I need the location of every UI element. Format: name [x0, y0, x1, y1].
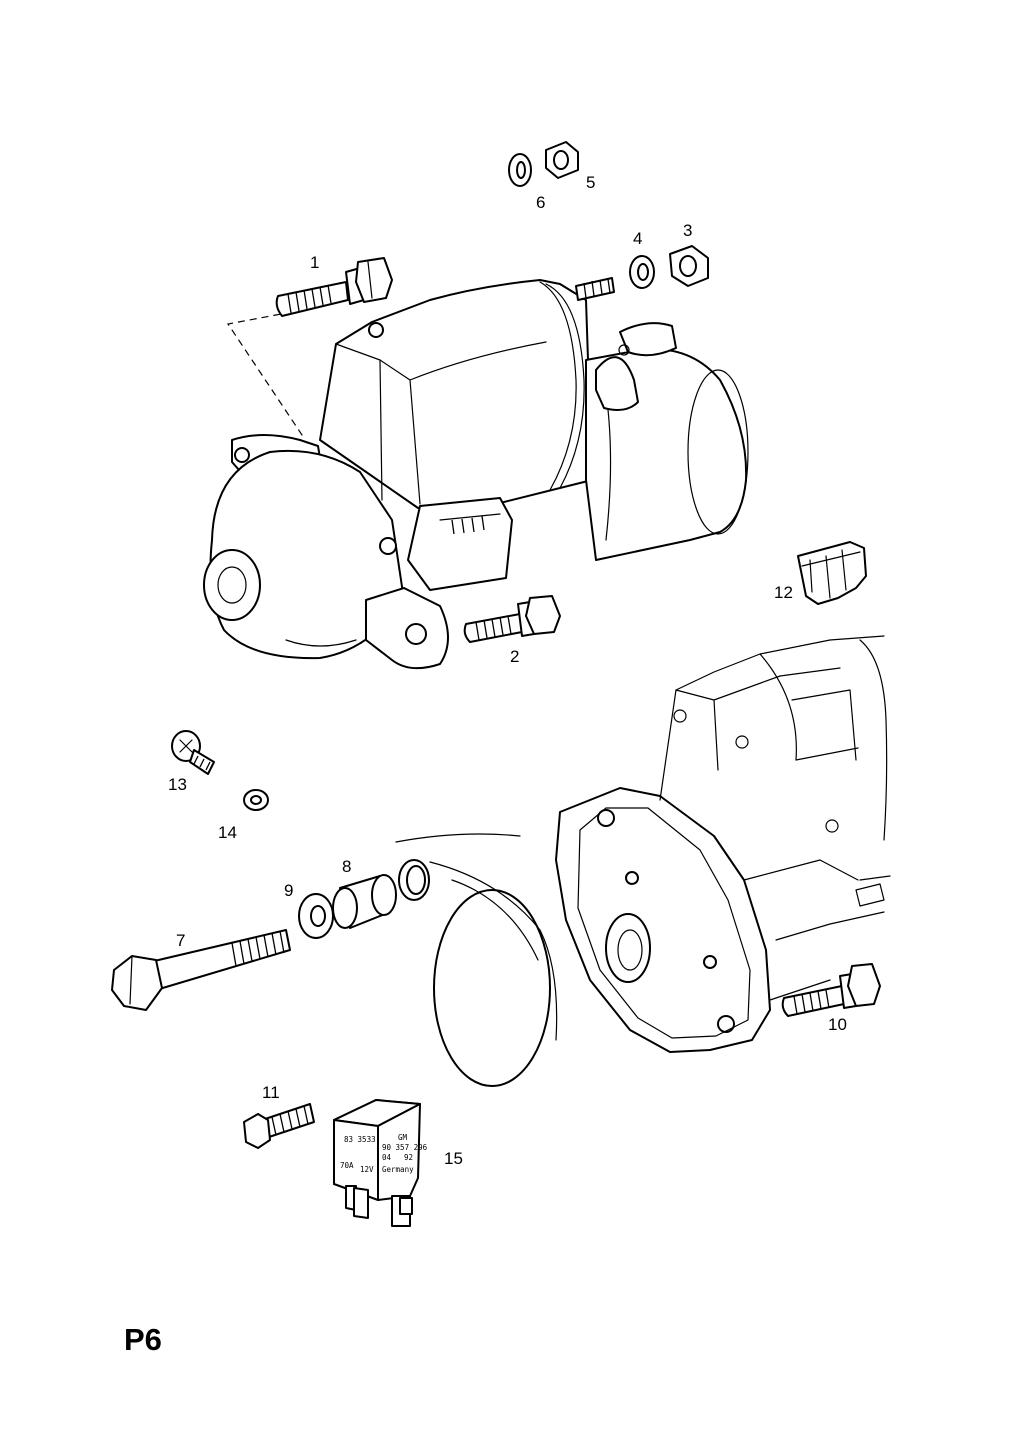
washer-6: [508, 153, 532, 187]
callout-3: 3: [683, 221, 692, 240]
bushing: [398, 859, 430, 901]
callout-5: 5: [586, 173, 595, 192]
callout-8: 8: [342, 857, 351, 876]
starter-motor-lower: [395, 635, 891, 1087]
relay-label-line1: 83 3533: [344, 1135, 376, 1144]
callout-13: 13: [168, 775, 187, 794]
washer-14: [243, 789, 269, 811]
relay-label-line2: 90 357 296: [382, 1143, 428, 1152]
screw-13: [171, 730, 215, 775]
callout-11: 11: [262, 1083, 280, 1102]
bolt-7: [111, 929, 291, 1011]
callout-14: 14: [218, 823, 237, 842]
bolt-1: [275, 257, 393, 317]
sleeve-8: [332, 874, 397, 929]
relay-label-line1b: GM: [398, 1133, 408, 1142]
relay-label-line4: 70A: [340, 1161, 354, 1170]
bolt-2: [463, 595, 561, 643]
relay-15: 83 3533 GM 90 357 296 04 92 70A 12V Germ…: [333, 1099, 428, 1227]
bolt-10: [781, 963, 881, 1017]
callout-6: 6: [536, 193, 545, 212]
page-code: P6: [124, 1322, 162, 1357]
callout-4: 4: [633, 229, 642, 248]
callout-15: 15: [444, 1149, 463, 1168]
relay-label-line5: Germany: [382, 1165, 414, 1174]
callout-1: 1: [310, 253, 319, 272]
callout-7: 7: [176, 931, 185, 950]
washer-9: [298, 893, 334, 939]
callout-2: 2: [510, 647, 519, 666]
nut-5: [545, 141, 579, 179]
relay-label-line3b: 92: [404, 1153, 413, 1162]
relay-label-line4b: 12V: [360, 1165, 374, 1174]
callout-9: 9: [284, 881, 293, 900]
starter-motor-upper: [203, 277, 749, 670]
nut-3: [669, 245, 709, 287]
relay-label-line3: 04: [382, 1153, 392, 1162]
washer-4: [629, 255, 655, 289]
callout-10: 10: [828, 1015, 847, 1034]
clip-12: [797, 541, 867, 605]
callout-12: 12: [774, 583, 793, 602]
bolt-11: [243, 1103, 315, 1149]
